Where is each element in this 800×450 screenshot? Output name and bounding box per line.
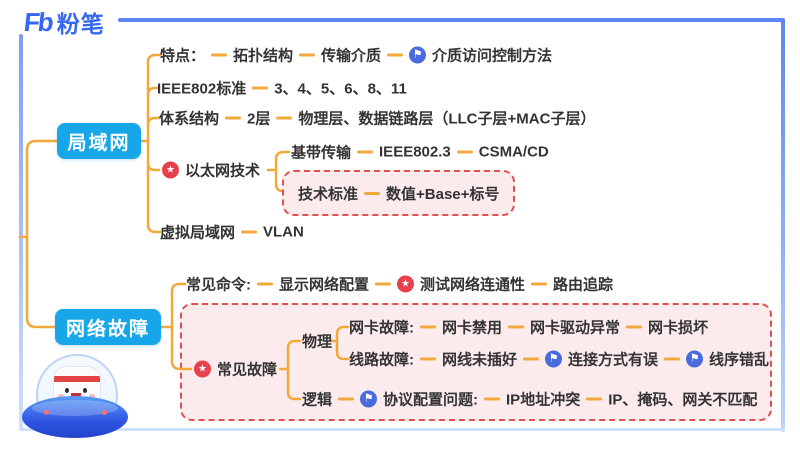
lan-features-row: 特点： 拓扑结构 传输介质 ⚑ 介质访问控制方法 xyxy=(160,45,552,66)
ethernet-node-row: ★ 以太网技术 xyxy=(162,160,260,181)
fenbi-mascot xyxy=(22,350,128,448)
topic-node-lan: 局域网 xyxy=(57,123,141,159)
branch-dash xyxy=(531,282,548,286)
standard-format-label: 数值+Base+标号 xyxy=(386,185,500,203)
mascot-eye xyxy=(65,388,69,393)
flag-icon: ⚑ xyxy=(545,350,563,368)
frame-left-line xyxy=(19,34,23,430)
physical-node-row: 物理 xyxy=(302,331,332,352)
mascot-headband xyxy=(54,376,100,382)
branch-dash xyxy=(225,116,242,120)
branch-dash xyxy=(420,357,436,361)
star-icon: ★ xyxy=(397,275,415,293)
logical-label: 逻辑 xyxy=(302,391,333,409)
fenbi-logo-icon: Fb xyxy=(22,6,54,37)
vlan-row: 虚拟局域网 VLAN xyxy=(160,222,304,243)
star-icon: ★ xyxy=(162,161,179,179)
common-fault-node-row: ★ 常见故障 xyxy=(194,359,277,380)
line-fault-label: 线路故障: xyxy=(349,351,414,369)
flag-icon: ⚑ xyxy=(409,46,427,64)
nic-driver-label: 网卡驱动异常 xyxy=(530,319,621,337)
ieee-numbers-label: 3、4、5、6、8、11 xyxy=(274,80,407,98)
mascot-ufo-rim xyxy=(32,400,118,416)
topology-label: 拓扑结构 xyxy=(233,47,294,65)
star-icon: ★ xyxy=(194,360,211,378)
branch-dash xyxy=(664,357,681,361)
ip-mask-gateway-label: IP、掩码、网关不匹配 xyxy=(608,391,758,409)
architecture-label: 体系结构 xyxy=(159,110,220,128)
branch-dash xyxy=(586,397,603,401)
brand-name: 粉笔 xyxy=(56,11,105,37)
ieee-label: IEEE802标准 xyxy=(157,80,247,98)
branch-dash xyxy=(211,53,228,57)
tech-standard-label: 技术标准 xyxy=(298,185,359,203)
mascot-eye xyxy=(83,388,87,393)
lan-architecture-row: 体系结构 2层 物理层、数据链路层（LLC子层+MAC子层） xyxy=(159,108,595,129)
protocol-config-label: 协议配置问题: xyxy=(383,391,479,409)
commands-label: 常见命令: xyxy=(186,276,251,294)
brand-logo: Fb 粉笔 xyxy=(22,5,105,39)
branch-dash xyxy=(523,357,540,361)
mascot-ufo-light xyxy=(44,410,49,415)
mascot-ufo xyxy=(22,396,128,438)
nic-broken-label: 网卡损坏 xyxy=(648,319,709,337)
baseband-row: 基带传输 IEEE802.3 CSMA/CD xyxy=(291,142,549,163)
csmacd-label: CSMA/CD xyxy=(478,143,549,161)
ethernet-label: 以太网技术 xyxy=(185,162,261,180)
branch-dash xyxy=(299,53,316,57)
line-fault-row: 线路故障: 网线未插好 ⚑ 连接方式有误 ⚑ 线序错乱 xyxy=(349,349,769,370)
branch-dash xyxy=(252,86,269,90)
physical-label: 物理 xyxy=(302,333,333,351)
common-fault-highlight-box xyxy=(180,303,772,421)
branch-dash xyxy=(484,397,501,401)
branch-dash xyxy=(387,53,404,57)
medium-label: 传输介质 xyxy=(321,47,382,65)
cable-unplugged-label: 网线未插好 xyxy=(442,351,518,369)
mac-method-label: 介质访问控制方法 xyxy=(432,47,553,65)
logical-fault-row: 逻辑 ⚑ 协议配置问题: IP地址冲突 IP、掩码、网关不匹配 xyxy=(302,389,757,410)
common-fault-label: 常见故障 xyxy=(217,361,278,379)
flag-icon: ⚑ xyxy=(360,390,378,408)
vlan-label: VLAN xyxy=(263,223,304,241)
tech-standard-highlight-box: 技术标准 数值+Base+标号 xyxy=(282,170,516,216)
branch-dash xyxy=(626,325,643,329)
lan-ieee-row: IEEE802标准 3、4、5、6、8、11 xyxy=(157,78,407,99)
mascot-ufo-light xyxy=(102,410,107,415)
wire-order-label: 线序错乱 xyxy=(709,351,770,369)
branch-dash xyxy=(375,282,392,286)
branch-dash xyxy=(420,325,436,329)
branch-dash xyxy=(257,282,273,286)
nic-disabled-label: 网卡禁用 xyxy=(442,319,503,337)
flag-icon: ⚑ xyxy=(686,350,704,368)
ieee8023-label: IEEE802.3 xyxy=(379,143,451,161)
features-label: 特点： xyxy=(160,47,206,65)
frame-top-line xyxy=(118,18,784,22)
branch-dash xyxy=(241,230,258,234)
traceroute-label: 路由追踪 xyxy=(553,276,614,294)
virtual-lan-label: 虚拟局域网 xyxy=(160,224,236,242)
branch-dash xyxy=(276,116,293,120)
branch-dash xyxy=(364,191,381,195)
frame-bottom-line xyxy=(19,428,785,431)
frame-right-line xyxy=(781,18,785,432)
two-layer-label: 2层 xyxy=(247,110,271,128)
ip-conflict-label: IP地址冲突 xyxy=(506,391,581,409)
layers-detail-label: 物理层、数据链路层（LLC子层+MAC子层） xyxy=(298,110,596,128)
ipconfig-label: 显示网络配置 xyxy=(279,276,370,294)
branch-dash xyxy=(338,397,355,401)
branch-dash xyxy=(357,150,374,154)
topic-node-fault: 网络故障 xyxy=(55,309,161,345)
wrong-connection-label: 连接方式有误 xyxy=(568,351,659,369)
baseband-label: 基带传输 xyxy=(291,144,352,162)
branch-dash xyxy=(456,150,473,154)
nic-fault-row: 网卡故障: 网卡禁用 网卡驱动异常 网卡损坏 xyxy=(349,317,708,338)
ping-label: 测试网络连通性 xyxy=(420,276,526,294)
branch-dash xyxy=(508,325,525,329)
common-commands-row: 常见命令: 显示网络配置 ★ 测试网络连通性 路由追踪 xyxy=(186,274,613,295)
nic-fault-label: 网卡故障: xyxy=(349,319,414,337)
